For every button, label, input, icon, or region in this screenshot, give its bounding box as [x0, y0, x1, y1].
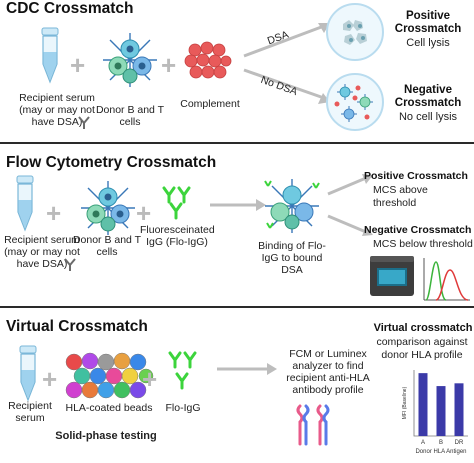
cdc-cells-label: Donor B and T cells	[95, 104, 165, 128]
t-cell-icon	[81, 181, 135, 235]
complement-label: Complement	[180, 98, 240, 110]
flow-positive-sub: MCS above threshold	[373, 184, 428, 209]
flow-title: Flow Cytometry Crossmatch	[6, 154, 217, 171]
plus-sign: +	[42, 364, 58, 394]
chart-x-label: Donor HLA Antigen	[415, 449, 466, 455]
flow-positive-title: Positive Crossmatch	[364, 170, 468, 182]
mfi-bar-chart: A B DR Donor HLA Antigen MFI (Baseline)	[402, 370, 468, 455]
chart-bar	[436, 386, 446, 436]
chart-tick-label: A	[421, 440, 425, 446]
virtual-serum-label: Recipient serum	[8, 400, 52, 424]
chart-tick-label: DR	[455, 440, 464, 446]
arrow-negative	[327, 214, 373, 236]
b-cell-icon	[103, 33, 157, 87]
b-cell-icon	[264, 179, 320, 233]
antibody-icon	[168, 351, 197, 390]
arrow-positive	[327, 174, 373, 196]
beads-label: HLA-coated beads	[65, 402, 153, 414]
panel-separator	[0, 306, 474, 308]
tube-icon	[19, 345, 37, 402]
flow-serum-label: Recipient serum (may or may not have DSA…	[4, 234, 80, 270]
antibody-icon	[78, 116, 90, 129]
cdc-negative-title: Negative Crossmatch	[394, 84, 462, 109]
virtual-panel: Virtual Crossmatch Recipient serum + HLA…	[0, 308, 474, 463]
chart-y-label: MFI (Baseline)	[402, 386, 408, 419]
chart-bar	[454, 383, 464, 436]
arrow	[210, 199, 266, 211]
chart-tick-label: B	[439, 440, 443, 446]
chart-bar	[418, 373, 428, 436]
tube-icon	[16, 175, 34, 232]
analyzer-label: FCM or Luminex analyzer to find recipien…	[286, 348, 370, 396]
cdc-serum-label: Recipient serum (may or may not have DSA…	[19, 92, 95, 128]
plus-sign: +	[161, 50, 177, 80]
plus-sign: +	[136, 198, 152, 228]
plus-sign: +	[70, 50, 86, 80]
complement-icon	[184, 41, 232, 79]
flow-negative-sub: MCS below threshold	[373, 238, 473, 250]
flow-cytometer-icon	[370, 256, 414, 296]
flow-panel: Flow Cytometry Crossmatch Recipient seru…	[0, 144, 474, 304]
flo-igg-label: Fluoresceinated IgG (Flo-IgG)	[140, 224, 215, 248]
virtual-igg-label: Flo-IgG	[165, 402, 201, 414]
virtual-result-title: Virtual crossmatch	[373, 322, 473, 334]
flow-negative-title: Negative Crossmatch	[364, 224, 472, 236]
arrow	[217, 363, 277, 375]
virtual-title: Virtual Crossmatch	[6, 318, 148, 335]
cdc-negative-sub: No cell lysis	[398, 111, 458, 123]
panel-separator	[0, 142, 474, 144]
lysed-dish-icon	[326, 3, 384, 61]
bead-icon	[65, 352, 154, 399]
plus-sign: +	[46, 198, 62, 228]
chart-axes	[413, 370, 468, 437]
hla-molecule-icon	[296, 404, 330, 446]
solid-phase-label: Solid-phase testing	[55, 430, 157, 442]
cdc-panel: CDC Crossmatch Recipient serum (may or m…	[0, 0, 474, 142]
tube-icon	[41, 27, 59, 84]
cdc-title: CDC Crossmatch	[6, 0, 134, 17]
flow-cells-label: Donor B and T cells	[72, 234, 142, 258]
virtual-result-sub: comparison against donor HLA profile	[376, 336, 468, 361]
cdc-positive-sub: Cell lysis	[406, 37, 450, 49]
plus-sign: +	[142, 364, 158, 394]
antibody-icon	[162, 186, 191, 220]
antibody-icon	[64, 258, 76, 271]
histogram-icon	[423, 258, 470, 301]
intact-dish-icon	[326, 73, 384, 131]
cdc-positive-title: Positive Crossmatch	[394, 10, 462, 35]
binding-label: Binding of Flo-IgG to bound DSA	[258, 240, 326, 276]
